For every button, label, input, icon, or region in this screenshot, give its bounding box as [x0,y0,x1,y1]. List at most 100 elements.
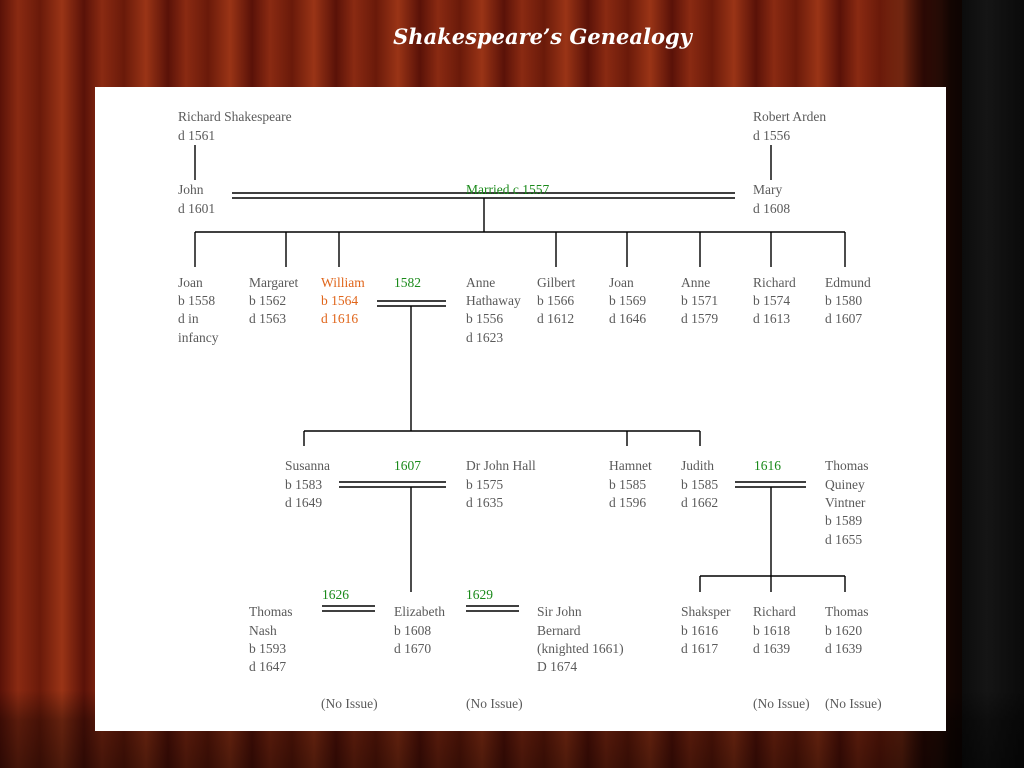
svg-text:Joan: Joan [609,275,634,290]
person-elizabeth: Elizabeth b 1608 d 1670 [394,604,445,656]
person-judith: Judith b 1585 d 1662 [681,458,718,510]
person-joan-1558: Joan b 1558 d in infancy [178,275,219,345]
marriage-label-judith-quiney: 1616 [754,458,781,473]
svg-text:d 1561: d 1561 [178,128,215,143]
svg-text:d 1613: d 1613 [753,311,790,326]
svg-text:d 1563: d 1563 [249,311,286,326]
person-richard-1618: Richard b 1618 d 1639 [753,604,796,656]
person-hamnet: Hamnet b 1585 d 1596 [609,458,652,510]
svg-text:b 1574: b 1574 [753,293,790,308]
svg-text:d 1635: d 1635 [466,495,503,510]
svg-text:Nash: Nash [249,623,277,638]
no-issue-richard: (No Issue) [753,696,810,711]
svg-text:Susanna: Susanna [285,458,330,473]
no-issue-nash: (No Issue) [321,696,378,711]
svg-text:b 1566: b 1566 [537,293,574,308]
svg-text:Thomas: Thomas [825,458,869,473]
svg-text:d 1623: d 1623 [466,330,503,345]
svg-text:Richard: Richard [753,604,796,619]
svg-text:b 1556: b 1556 [466,311,503,326]
person-john: John d 1601 [178,182,215,216]
svg-text:Elizabeth: Elizabeth [394,604,445,619]
svg-text:d 1647: d 1647 [249,659,286,674]
person-william: William b 1564 d 1616 [321,275,365,326]
person-thomas-quiney: Thomas Quiney Vintner b 1589 d 1655 [825,458,869,547]
marriage-label-susanna-hall: 1607 [394,458,421,473]
svg-text:Edmund: Edmund [825,275,871,290]
svg-text:b 1558: b 1558 [178,293,215,308]
svg-text:d 1612: d 1612 [537,311,574,326]
svg-text:Sir John: Sir John [537,604,582,619]
svg-text:infancy: infancy [178,330,219,345]
marriage-label-william-anne: 1582 [394,275,421,290]
person-john-hall: Dr John Hall b 1575 d 1635 [466,458,536,510]
person-margaret: Margaret b 1562 d 1563 [249,275,298,326]
svg-text:Bernard: Bernard [537,623,581,638]
svg-text:b 1593: b 1593 [249,641,286,656]
slide-title: Shakespeare’s Genealogy [393,24,692,49]
svg-text:Anne: Anne [466,275,495,290]
svg-text:d 1649: d 1649 [285,495,322,510]
person-john-bernard: Sir John Bernard (knighted 1661) D 1674 [537,604,624,674]
svg-text:d 1617: d 1617 [681,641,718,656]
svg-text:b 1583: b 1583 [285,477,322,492]
svg-text:D 1674: D 1674 [537,659,577,674]
person-robert-arden: Robert Arden d 1556 [753,109,826,143]
svg-text:Dr John Hall: Dr John Hall [466,458,536,473]
svg-text:d 1607: d 1607 [825,311,862,326]
svg-text:Mary: Mary [753,182,782,197]
svg-text:b 1589: b 1589 [825,513,862,528]
person-gilbert: Gilbert b 1566 d 1612 [537,275,575,326]
svg-text:b 1562: b 1562 [249,293,286,308]
svg-text:b 1620: b 1620 [825,623,862,638]
svg-text:d in: d in [178,311,199,326]
svg-text:d 1616: d 1616 [321,311,358,326]
svg-text:d 1655: d 1655 [825,532,862,547]
svg-text:b 1571: b 1571 [681,293,718,308]
person-anne-hathaway: Anne Hathaway b 1556 d 1623 [466,275,521,345]
svg-text:Joan: Joan [178,275,203,290]
svg-text:d 1646: d 1646 [609,311,646,326]
person-thomas-nash: Thomas Nash b 1593 d 1647 [249,604,293,674]
svg-text:John: John [178,182,204,197]
tree-connector-lines [194,145,846,612]
svg-text:William: William [321,275,365,290]
person-richard-1574: Richard b 1574 d 1613 [753,275,796,326]
svg-text:Thomas: Thomas [825,604,869,619]
svg-text:b 1564: b 1564 [321,293,358,308]
person-anne-1571: Anne b 1571 d 1579 [681,275,718,326]
person-mary: Mary d 1608 [753,182,790,216]
svg-text:d 1639: d 1639 [753,641,790,656]
svg-text:Anne: Anne [681,275,710,290]
svg-text:(knighted 1661): (knighted 1661) [537,641,624,656]
genealogy-panel [95,87,946,731]
svg-text:b 1608: b 1608 [394,623,431,638]
svg-text:d 1662: d 1662 [681,495,718,510]
svg-text:b 1569: b 1569 [609,293,646,308]
svg-text:d 1608: d 1608 [753,201,790,216]
person-richard-shakespeare: Richard Shakespeare d 1561 [178,109,292,143]
svg-text:Quiney: Quiney [825,477,865,492]
svg-text:b 1585: b 1585 [681,477,718,492]
svg-text:d 1556: d 1556 [753,128,790,143]
svg-text:Robert Arden: Robert Arden [753,109,826,124]
svg-text:Hathaway: Hathaway [466,293,521,308]
svg-text:b 1618: b 1618 [753,623,790,638]
svg-text:b 1585: b 1585 [609,477,646,492]
svg-text:b 1575: b 1575 [466,477,503,492]
person-edmund: Edmund b 1580 d 1607 [825,275,871,326]
marriage-label-nash-elizabeth: 1626 [322,587,349,602]
svg-text:Thomas: Thomas [249,604,293,619]
svg-text:Richard Shakespeare: Richard Shakespeare [178,109,292,124]
marriage-label-john-mary: Married c 1557 [466,182,549,197]
svg-text:Hamnet: Hamnet [609,458,652,473]
svg-text:d 1639: d 1639 [825,641,862,656]
svg-text:d 1601: d 1601 [178,201,215,216]
no-issue-bernard: (No Issue) [466,696,523,711]
person-joan-1569: Joan b 1569 d 1646 [609,275,646,326]
svg-text:b 1580: b 1580 [825,293,862,308]
svg-text:d 1670: d 1670 [394,641,431,656]
svg-text:b 1616: b 1616 [681,623,718,638]
person-shaksper: Shaksper b 1616 d 1617 [681,604,731,656]
